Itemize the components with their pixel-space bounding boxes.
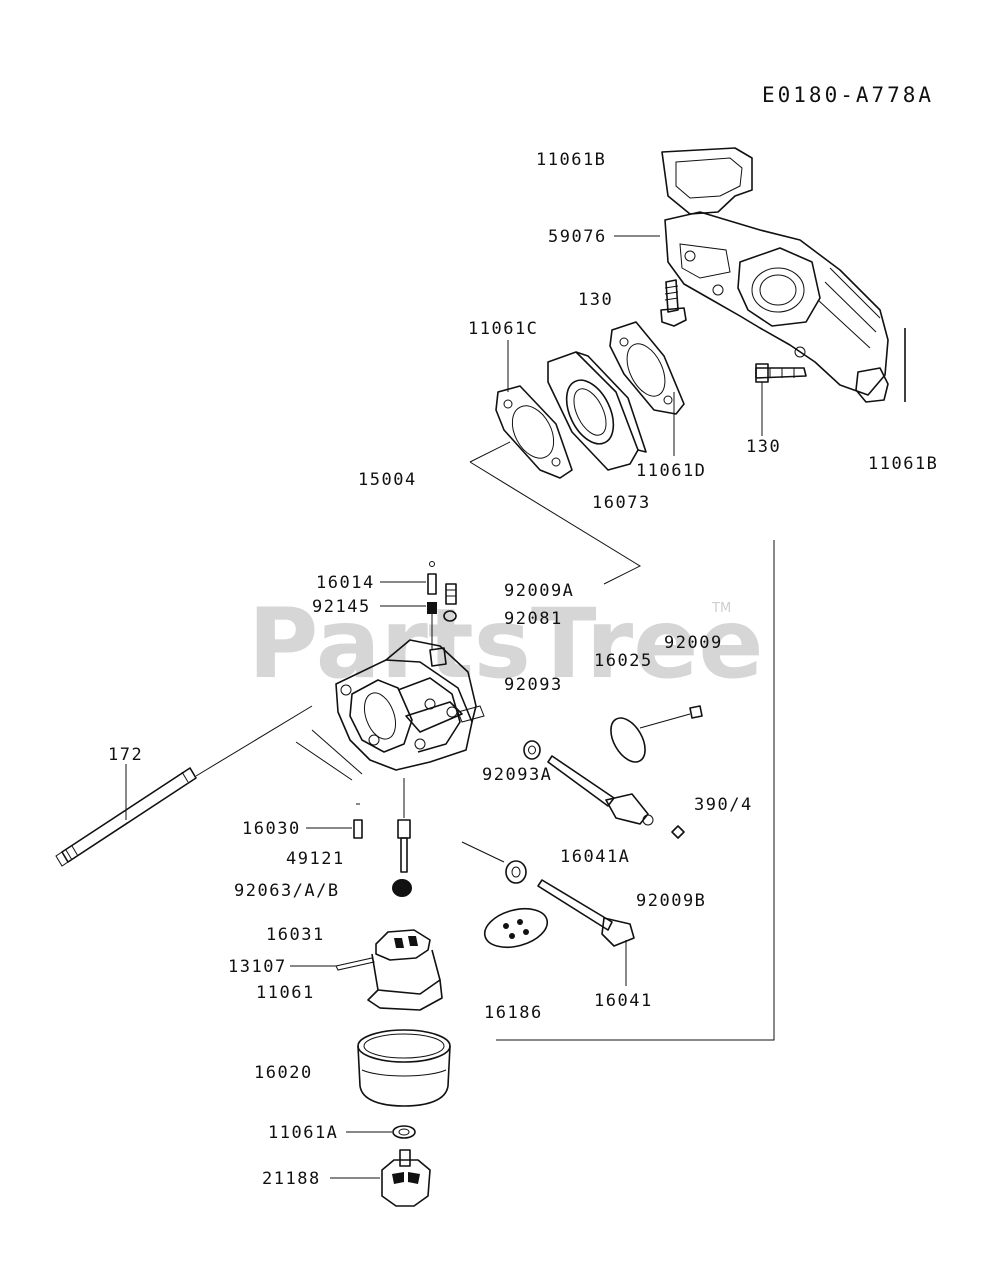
label-16014[interactable]: 16014: [316, 573, 375, 593]
o-ring-92081[interactable]: [443, 610, 457, 622]
part-labels: 11061B 59076 130 11061C 130 11061D 11061…: [108, 150, 938, 1189]
label-92081[interactable]: 92081: [504, 609, 563, 629]
label-11061[interactable]: 11061: [256, 983, 315, 1003]
seal-92093A[interactable]: [523, 740, 541, 760]
stud-bolt-172[interactable]: [55, 705, 313, 867]
label-92093A[interactable]: 92093A: [482, 765, 552, 785]
assembly-frame-line: [496, 540, 775, 1041]
label-92145[interactable]: 92145: [312, 597, 371, 617]
label-92009A[interactable]: 92009A: [504, 581, 574, 601]
choke-leader: [461, 841, 505, 863]
leader-lines: [125, 235, 763, 1179]
bracket-15004: [469, 441, 642, 585]
label-16025[interactable]: 16025: [594, 651, 653, 671]
watermark-trademark: TM: [711, 601, 731, 616]
label-13107[interactable]: 13107: [228, 957, 287, 977]
label-15004[interactable]: 15004: [358, 470, 417, 490]
label-92009B[interactable]: 92009B: [636, 891, 706, 911]
watermark-logo: PartsTree: [248, 588, 763, 700]
choke-shaft-16041[interactable]: [537, 879, 635, 947]
gasket-11061D[interactable]: [609, 321, 685, 415]
label-59076[interactable]: 59076: [548, 227, 607, 247]
bolt-130-lower[interactable]: [755, 363, 807, 383]
float-16031[interactable]: [367, 929, 443, 1011]
label-11061B-top[interactable]: 11061B: [536, 150, 606, 170]
bowl-bolt-21188[interactable]: [381, 1149, 431, 1207]
diagram-code: E0180-A778A: [762, 83, 934, 107]
label-130-lower[interactable]: 130: [746, 437, 781, 457]
screw-16030[interactable]: [353, 803, 363, 839]
label-16041A[interactable]: 16041A: [560, 847, 630, 867]
label-16186[interactable]: 16186: [484, 1003, 543, 1023]
label-11061C[interactable]: 11061C: [468, 319, 538, 339]
float-bowl-16020[interactable]: [357, 1029, 451, 1107]
label-92063AB[interactable]: 92063/A/B: [234, 881, 340, 901]
intake-manifold[interactable]: [661, 147, 906, 403]
label-16031[interactable]: 16031: [266, 925, 325, 945]
gasket-11061A[interactable]: [392, 1125, 416, 1139]
gasket-11061C[interactable]: [495, 385, 573, 479]
label-11061B-right[interactable]: 11061B: [868, 454, 938, 474]
carburetor-body-15004[interactable]: [295, 639, 485, 781]
choke-valve-16186[interactable]: [480, 902, 551, 953]
label-16041[interactable]: 16041: [594, 991, 653, 1011]
label-11061D[interactable]: 11061D: [636, 461, 706, 481]
label-11061A[interactable]: 11061A: [268, 1123, 338, 1143]
main-nozzle-49121[interactable]: [397, 778, 411, 873]
label-16020[interactable]: 16020: [254, 1063, 313, 1083]
pilot-screw-16014[interactable]: [427, 561, 437, 595]
throttle-shaft-16025[interactable]: [547, 755, 685, 839]
float-pin-13107[interactable]: [335, 957, 375, 971]
label-21188[interactable]: 21188: [262, 1169, 321, 1189]
label-390-4[interactable]: 390/4: [694, 795, 753, 815]
label-16073[interactable]: 16073: [592, 493, 651, 513]
label-130-upper[interactable]: 130: [578, 290, 613, 310]
plug-92009A[interactable]: [445, 583, 457, 605]
seal-16041A[interactable]: [505, 860, 527, 884]
label-49121[interactable]: 49121: [286, 849, 345, 869]
bolt-130-upper[interactable]: [660, 279, 687, 327]
main-jet-92063[interactable]: [392, 879, 412, 897]
throttle-valve-92009[interactable]: [604, 705, 703, 768]
label-92093[interactable]: 92093: [504, 675, 563, 695]
label-172[interactable]: 172: [108, 745, 143, 765]
carburetor-insulator-16073[interactable]: [547, 351, 647, 471]
label-92009[interactable]: 92009: [664, 633, 723, 653]
spring-92145[interactable]: [427, 602, 437, 650]
label-16030[interactable]: 16030: [242, 819, 301, 839]
